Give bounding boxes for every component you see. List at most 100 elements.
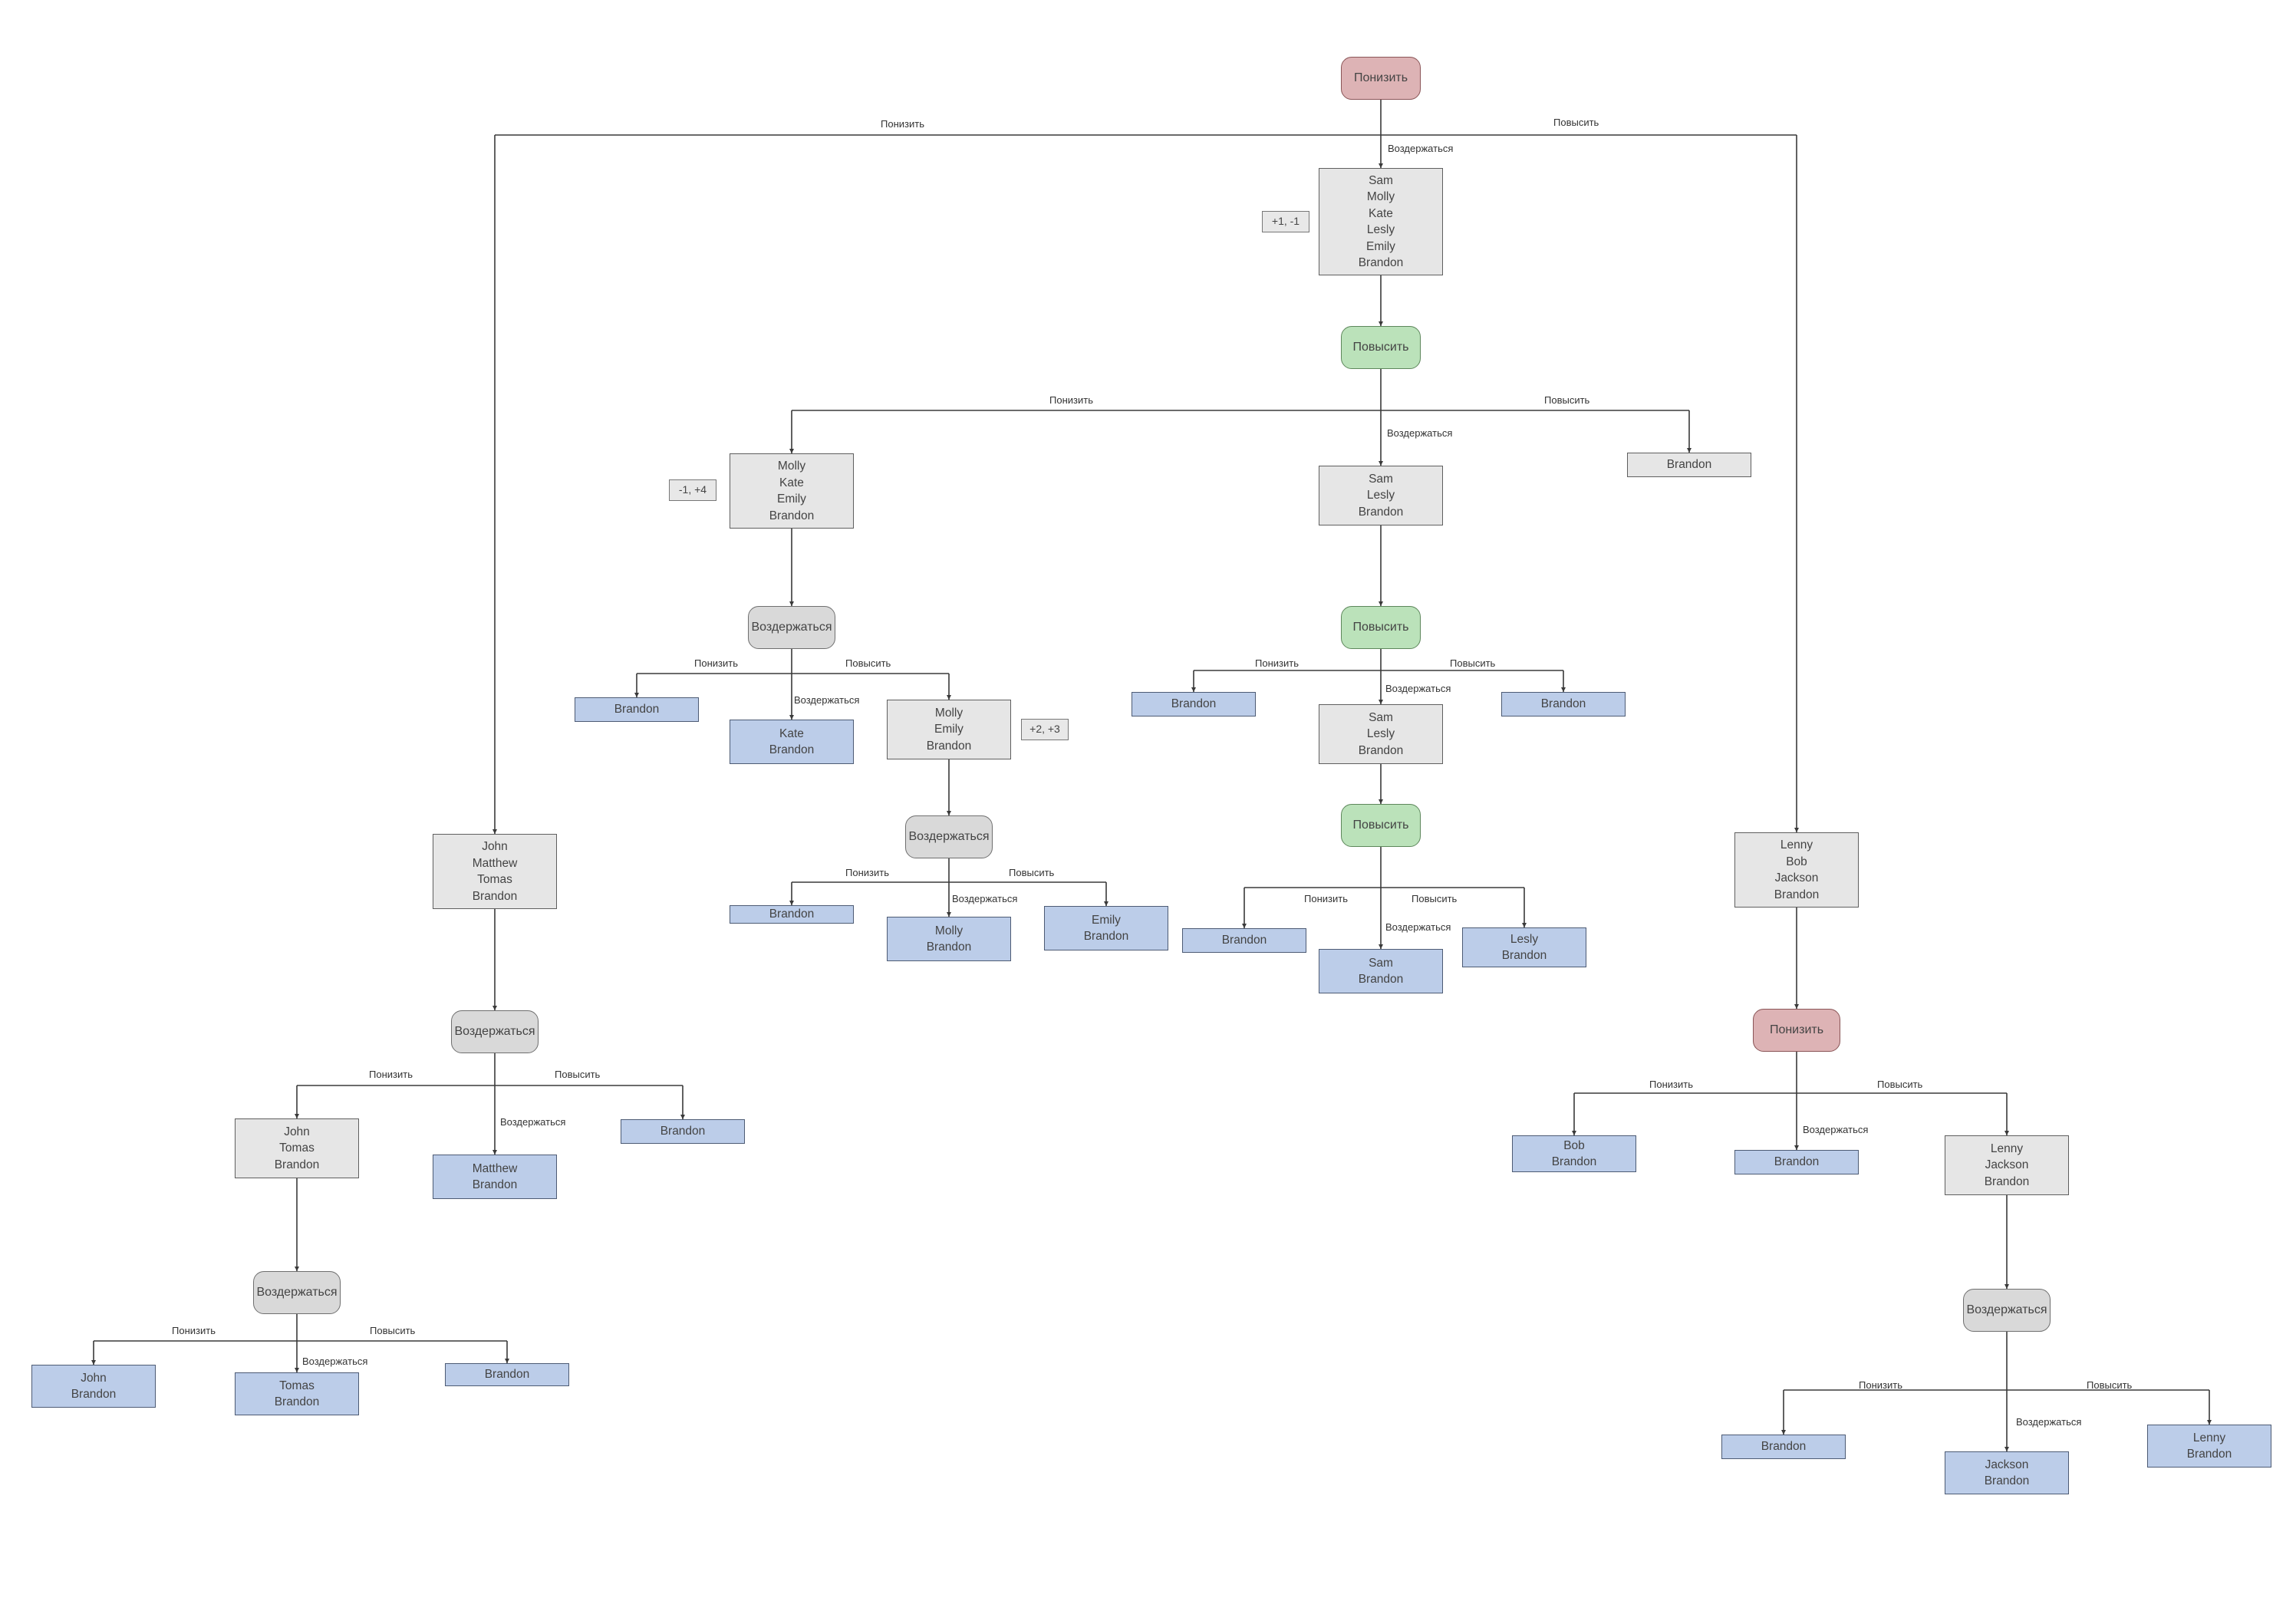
member-name: Molly: [1366, 190, 1395, 203]
member-name: Lenny: [1780, 838, 1813, 852]
member-name: Brandon: [926, 739, 972, 753]
edge-label-abstain: Воздержаться: [1388, 143, 1454, 154]
member-name: Brandon: [1358, 505, 1404, 519]
member-name: Brandon: [1358, 743, 1404, 757]
decision-node[interactable]: Воздержаться: [905, 815, 993, 858]
member-name: Brandon: [1083, 930, 1129, 943]
member-name: Brandon: [769, 908, 815, 921]
result-node: Brandon: [1132, 692, 1256, 716]
member-name: Bob: [1786, 855, 1807, 868]
edge-label-up: Повысить: [2087, 1379, 2133, 1391]
edge-label-up: Повысить: [1009, 867, 1055, 878]
edge-label-down: Понизить: [1304, 893, 1348, 904]
edge-label-up: Повысить: [1553, 117, 1599, 128]
score-label: +1, -1: [1262, 211, 1309, 232]
edge-label-down: Понизить: [1859, 1379, 1902, 1391]
edge-label-up: Повысить: [1544, 394, 1590, 406]
edge-label-abstain: Воздержаться: [2016, 1416, 2082, 1428]
member-name: Brandon: [2186, 1448, 2232, 1461]
member-name: Brandon: [614, 703, 660, 716]
decision-node[interactable]: Воздержаться: [1963, 1289, 2051, 1332]
member-name: Emily: [1092, 913, 1121, 927]
edge-label-abstain: Воздержаться: [1803, 1124, 1869, 1135]
member-name: Brandon: [1774, 1155, 1820, 1169]
edge-label-abstain: Воздержаться: [1385, 921, 1451, 933]
member-name: John: [81, 1371, 107, 1385]
edge-label-down: Понизить: [881, 118, 924, 130]
member-name: Emily: [934, 723, 964, 736]
member-name: John: [482, 840, 508, 853]
decision-node[interactable]: Понизить: [1753, 1009, 1840, 1052]
member-name: Brandon: [274, 1395, 320, 1408]
member-name: Brandon: [1551, 1155, 1597, 1168]
member-name: Brandon: [274, 1158, 320, 1171]
edge-label-down: Понизить: [172, 1325, 216, 1336]
edge-label-abstain: Воздержаться: [302, 1356, 368, 1367]
member-name: Emily: [1366, 239, 1395, 253]
edge-label-up: Повысить: [1412, 893, 1458, 904]
result-node: Brandon: [575, 697, 699, 722]
member-name: Sam: [1369, 472, 1393, 486]
edge-label-down: Понизить: [694, 657, 738, 669]
member-name: Molly: [777, 460, 806, 473]
member-name: Brandon: [1984, 1474, 2030, 1487]
score-label: -1, +4: [669, 479, 716, 501]
member-name: John: [284, 1125, 310, 1138]
member-name: Brandon: [1666, 458, 1712, 472]
edge-label-up: Повысить: [1450, 657, 1496, 669]
member-name: Brandon: [1774, 888, 1820, 901]
member-name: Bob: [1563, 1138, 1585, 1152]
result-node: Brandon: [445, 1363, 569, 1386]
decision-node[interactable]: Воздержаться: [253, 1271, 341, 1314]
member-name: Molly: [934, 706, 964, 720]
member-name: Lesly: [1366, 727, 1395, 741]
edge-label-up: Повысить: [555, 1069, 601, 1080]
decision-node[interactable]: Повысить: [1341, 606, 1421, 649]
member-name: Brandon: [1761, 1440, 1807, 1454]
result-node: Brandon: [621, 1119, 745, 1144]
decision-node[interactable]: Воздержаться: [451, 1010, 539, 1053]
member-name: Sam: [1369, 710, 1393, 724]
member-name: Brandon: [472, 889, 518, 903]
member-name: Sam: [1369, 173, 1393, 187]
group-node: Brandon: [1627, 453, 1751, 477]
member-name: Brandon: [1540, 697, 1586, 711]
member-name: Tomas: [477, 873, 512, 886]
result-node: Brandon: [1501, 692, 1626, 716]
edge-label-down: Понизить: [1049, 394, 1093, 406]
member-name: Molly: [934, 924, 964, 937]
root-decision-node[interactable]: Понизить: [1341, 57, 1421, 100]
decision-node[interactable]: Повысить: [1341, 326, 1421, 369]
member-name: Lesly: [1366, 223, 1395, 236]
member-name: Brandon: [1171, 697, 1217, 711]
decision-node[interactable]: Повысить: [1341, 804, 1421, 847]
member-name: Brandon: [1358, 973, 1404, 986]
member-name: Brandon: [1984, 1174, 2030, 1188]
member-name: Kate: [779, 476, 804, 489]
member-name: Matthew: [472, 1161, 518, 1175]
member-name: Lesly: [1366, 489, 1395, 502]
edge-label-abstain: Воздержаться: [794, 694, 860, 706]
member-name: Brandon: [769, 509, 815, 522]
member-name: Brandon: [1358, 256, 1404, 269]
member-name: Emily: [777, 492, 806, 506]
member-name: Kate: [779, 726, 804, 740]
member-name: Brandon: [71, 1388, 117, 1401]
edge-label-down: Понизить: [1649, 1079, 1693, 1090]
member-name: Brandon: [1501, 949, 1547, 962]
decision-node[interactable]: Воздержаться: [748, 606, 835, 649]
result-node: Brandon: [1734, 1150, 1859, 1174]
edge-label-down: Понизить: [1255, 657, 1299, 669]
